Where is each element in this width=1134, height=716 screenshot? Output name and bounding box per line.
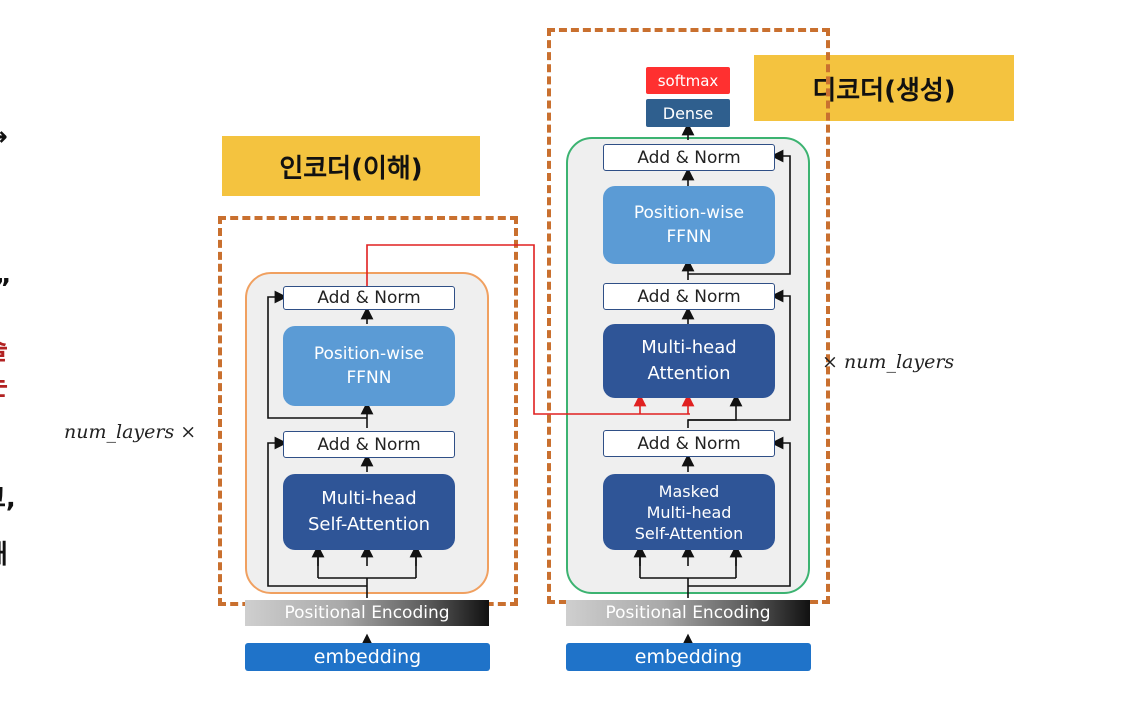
encoder-title: 인코더(이해) <box>222 136 480 196</box>
encoder-add-norm-top: Add & Norm <box>283 286 455 310</box>
encoder-positional-encoding: Positional Encoding <box>245 600 489 626</box>
encoder-self-attention: Multi-head Self-Attention <box>283 474 455 550</box>
text-fragment-1: → <box>0 122 8 152</box>
decoder-embedding: embedding <box>566 643 811 671</box>
decoder-title: 디코더(생성) <box>754 55 1014 121</box>
decoder-positional-encoding: Positional Encoding <box>566 600 810 626</box>
decoder-add-norm-bottom: Add & Norm <box>603 430 775 457</box>
decoder-cross-attention: Multi-head Attention <box>603 324 775 398</box>
decoder-masked-self-attention: Masked Multi-head Self-Attention <box>603 474 775 550</box>
decoder-ffnn: Position-wise FFNN <box>603 186 775 264</box>
encoder-num-layers: num_layers × <box>64 421 197 443</box>
decoder-dense: Dense <box>646 99 730 127</box>
text-fragment-2: ” <box>0 274 11 304</box>
decoder-softmax: softmax <box>646 67 730 94</box>
text-fragment-3: 술 <box>0 336 8 366</box>
encoder-add-norm-bottom: Add & Norm <box>283 431 455 458</box>
encoder-embedding: embedding <box>245 643 490 671</box>
decoder-add-norm-top: Add & Norm <box>603 144 775 171</box>
decoder-add-norm-mid: Add & Norm <box>603 283 775 310</box>
text-fragment-5: 고, <box>0 484 16 514</box>
encoder-ffnn: Position-wise FFNN <box>283 326 455 406</box>
decoder-num-layers: × num_layers <box>822 351 955 373</box>
text-fragment-4: 는 <box>0 372 8 402</box>
text-fragment-6: 해 <box>0 540 8 570</box>
